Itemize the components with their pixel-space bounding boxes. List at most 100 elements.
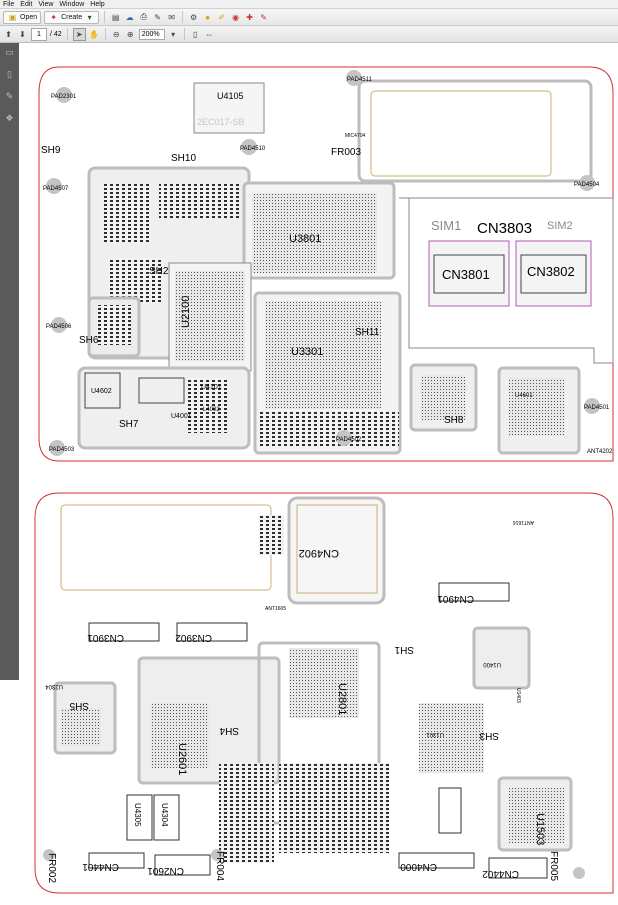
create-button[interactable]: ✦Create▾ bbox=[44, 10, 100, 24]
label-u1403: U1403 bbox=[515, 688, 521, 703]
label-pad4504: PAD4504 bbox=[574, 182, 600, 188]
highlight-icon[interactable]: ✐ bbox=[218, 12, 225, 22]
menu-window[interactable]: Window bbox=[59, 1, 85, 8]
label-u4602: U4602 bbox=[91, 388, 112, 395]
label-u4305: U4305 bbox=[133, 803, 142, 827]
label-sh6: SH6 bbox=[79, 335, 99, 346]
label-u4101: U4101 bbox=[201, 384, 222, 391]
menu-view[interactable]: View bbox=[38, 1, 54, 8]
select-arrow-icon[interactable]: ➤ bbox=[72, 27, 86, 41]
label-u4001: U4001 bbox=[171, 413, 192, 420]
label-cn4902: CN4902 bbox=[299, 547, 339, 559]
label-pad4510: PAD4510 bbox=[240, 146, 266, 152]
navigation-sidebar: ▭ ▯ ✎ ❖ bbox=[0, 43, 20, 680]
chevron-down-icon[interactable]: ▾ bbox=[171, 29, 176, 39]
toolbar-separator bbox=[182, 11, 184, 23]
label-sh5: SH5 bbox=[69, 700, 89, 711]
label-ant1616: ANT1616 bbox=[513, 519, 534, 525]
comment-icon[interactable]: ● bbox=[205, 12, 211, 22]
label-cn4401: CN4401 bbox=[82, 861, 119, 872]
label-cn4901: CN4901 bbox=[437, 593, 474, 604]
label-l4002: L4002 bbox=[203, 407, 220, 413]
label-sh2: SH2 bbox=[149, 266, 169, 277]
layers-icon[interactable]: ❖ bbox=[5, 113, 14, 123]
edit-icon[interactable]: ✎ bbox=[154, 12, 161, 22]
page-number-input[interactable]: 1 bbox=[31, 27, 47, 41]
label-u2304: U2304 bbox=[45, 683, 63, 689]
main-toolbar: ▣Open ✦Create▾ ▤ ☁ ⎙ ✎ ✉ ⚙ ● ✐ ◉ ✚ ✎ bbox=[0, 9, 618, 26]
toolbar-separator bbox=[104, 11, 106, 23]
label-mic4704: MIC4704 bbox=[345, 133, 366, 139]
open-button[interactable]: ▣Open bbox=[3, 10, 42, 24]
document-view[interactable]: U4105 PAD4511 PAD2301 2EC017-SB PAD4510 … bbox=[19, 43, 618, 900]
pcb-top-panel: U4105 PAD4511 PAD2301 2EC017-SB PAD4510 … bbox=[38, 66, 614, 462]
zoom-in-icon[interactable]: ⊕ bbox=[126, 29, 134, 39]
watermark-text: 2EC017-SB bbox=[197, 117, 245, 127]
hand-icon[interactable]: ✋ bbox=[89, 29, 100, 39]
pcb-bottom-panel: CN4902 ANT1605 CN4901 CN3901 CN3902 SH1 … bbox=[34, 492, 614, 894]
label-cn3901: CN3901 bbox=[87, 632, 124, 643]
navigation-toolbar: ⬆ ⬇ 1 / 42 ➤ ✋ ⊖ ⊕ 200% ▾ ▯ ⇔ bbox=[0, 26, 618, 43]
label-cn3902: CN3902 bbox=[175, 632, 212, 643]
print-icon[interactable]: ⎙ bbox=[140, 12, 147, 21]
label-u1400: U1400 bbox=[483, 661, 501, 667]
mail-icon[interactable]: ✉ bbox=[168, 12, 175, 22]
label-sh10: SH10 bbox=[171, 153, 196, 164]
folder-icon: ▣ bbox=[8, 12, 17, 22]
label-u1503: U1503 bbox=[534, 813, 546, 845]
label-cn4000: CN4000 bbox=[400, 861, 437, 872]
label-u4304: U4304 bbox=[160, 803, 169, 827]
zoom-out-icon[interactable]: ⊖ bbox=[112, 29, 120, 39]
menu-help[interactable]: Help bbox=[90, 1, 105, 8]
toolbar-separator bbox=[104, 28, 106, 40]
label-sim2: SIM2 bbox=[547, 220, 573, 232]
label-fr004: FR004 bbox=[214, 851, 225, 881]
fit-width-icon[interactable]: ⇔ bbox=[205, 29, 214, 39]
next-page-icon[interactable]: ⬇ bbox=[19, 29, 26, 39]
label-u3801: U3801 bbox=[289, 233, 321, 245]
label-sh1: SH1 bbox=[394, 644, 414, 655]
label-pad4506: PAD4506 bbox=[46, 324, 72, 330]
attachment-icon[interactable]: ✎ bbox=[5, 91, 14, 101]
label-u4601: U4601 bbox=[515, 393, 533, 399]
label-ant4202: ANT4202 bbox=[587, 449, 613, 455]
label-sh8: SH8 bbox=[444, 415, 464, 426]
attach-icon[interactable]: ✚ bbox=[246, 12, 253, 22]
sign-icon[interactable]: ✎ bbox=[260, 12, 267, 22]
menu-bar: File Edit View Window Help bbox=[0, 0, 618, 9]
label-pad4511: PAD4511 bbox=[347, 77, 372, 83]
gear-icon[interactable]: ⚙ bbox=[190, 12, 198, 22]
prev-page-icon[interactable]: ⬆ bbox=[5, 29, 12, 39]
pages-icon[interactable]: ▭ bbox=[5, 47, 14, 57]
label-pad4502: PAD4502 bbox=[336, 437, 362, 443]
label-pad4503: PAD4503 bbox=[49, 447, 75, 453]
chevron-down-icon: ▾ bbox=[87, 12, 92, 22]
label-u1301: U1301 bbox=[426, 731, 444, 737]
label-u2601: U2601 bbox=[176, 743, 188, 775]
fit-page-icon[interactable]: ▯ bbox=[192, 29, 198, 39]
label-sh7: SH7 bbox=[119, 419, 139, 430]
label-fr005: FR005 bbox=[548, 851, 559, 881]
menu-edit[interactable]: Edit bbox=[20, 1, 33, 8]
stamp-icon[interactable]: ◉ bbox=[232, 12, 240, 22]
page-total: / 42 bbox=[50, 30, 62, 38]
save-icon[interactable]: ▤ bbox=[111, 12, 120, 22]
create-icon: ✦ bbox=[50, 12, 57, 22]
label-pad4507: PAD4507 bbox=[43, 186, 69, 192]
toolbar-separator bbox=[183, 28, 185, 40]
menu-file[interactable]: File bbox=[3, 1, 15, 8]
label-sh11: SH11 bbox=[355, 327, 380, 338]
cloud-icon[interactable]: ☁ bbox=[125, 12, 134, 22]
label-cn2601: CN2601 bbox=[147, 865, 184, 876]
bookmark-icon[interactable]: ▯ bbox=[7, 69, 12, 79]
label-u2100: U2100 bbox=[180, 296, 192, 328]
toolbar-separator bbox=[66, 28, 68, 40]
label-u3301: U3301 bbox=[291, 346, 323, 358]
zoom-input[interactable]: 200% bbox=[138, 28, 165, 40]
label-pad4501: PAD4501 bbox=[584, 405, 610, 411]
label-u4105: U4105 bbox=[217, 91, 244, 101]
label-fr003: FR003 bbox=[331, 147, 361, 158]
label-cn3802: CN3802 bbox=[527, 264, 575, 279]
pcb-diagram: U4105 PAD4511 PAD2301 2EC017-SB PAD4510 … bbox=[34, 66, 614, 894]
label-ant1605: ANT1605 bbox=[265, 606, 286, 612]
